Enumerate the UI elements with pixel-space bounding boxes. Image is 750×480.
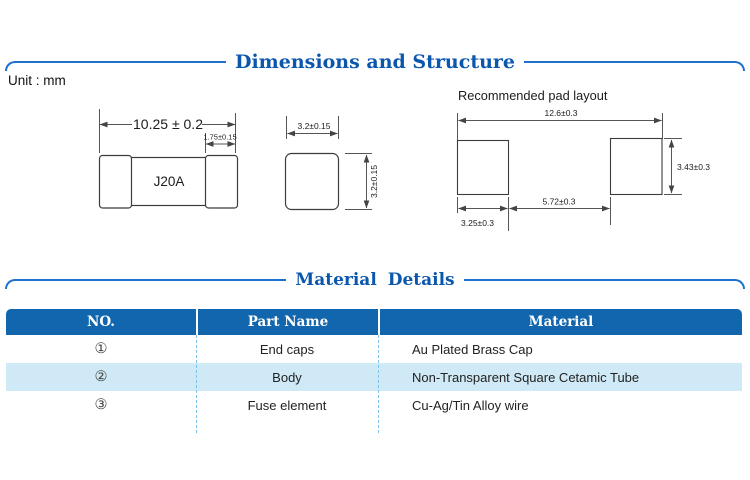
table-row: ② Body Non-Transparent Square Cetamic Tu… <box>6 363 742 391</box>
column-separator-dashed <box>196 335 197 433</box>
section-title-dimensions: Dimensions and Structure <box>0 51 750 74</box>
pad-layout-drawing: Recommended pad layout 12.6±0.3 3.43±0.3… <box>456 88 710 231</box>
divider-line-left <box>5 279 287 289</box>
divider-line-right <box>524 61 745 71</box>
cell-part-name: Fuse element <box>247 397 327 413</box>
table-header-row: NO. Part Name Material <box>6 309 742 335</box>
column-separator-dashed <box>378 335 379 433</box>
dim-text-mask <box>132 115 202 132</box>
dim-pad-height-label: 3.43±0.3 <box>677 162 710 172</box>
cell-no: ② <box>94 369 108 385</box>
dim-end-height-label: 3.2±0.15 <box>369 165 379 198</box>
materials-heading: Material Details <box>295 270 455 290</box>
divider-line-left <box>5 61 226 71</box>
cell-part-name: End caps <box>259 341 315 357</box>
fuse-end-square <box>284 152 340 211</box>
dim-end-width-label: 3.2±0.15 <box>297 121 330 131</box>
cell-material: Au Plated Brass Cap <box>412 341 533 357</box>
cell-material: Non-Transparent Square Cetamic Tube <box>412 369 640 385</box>
dim-pad-overall-label: 12.6±0.3 <box>544 108 577 118</box>
header-cell-no: NO. <box>86 314 115 330</box>
dim-pad-width-label: 3.25±0.3 <box>461 218 494 228</box>
pad-layout-title: Recommended pad layout <box>458 88 608 103</box>
header-cell-part-name: Part Name <box>196 309 378 335</box>
cell-material: Cu-Ag/Tin Alloy wire <box>412 397 529 413</box>
dim-pad-gap-label: 5.72±0.3 <box>542 197 575 207</box>
fuse-side-view-drawing: 10.25 ± 0.2 1.75±0.15 J20A <box>98 109 239 209</box>
table-row: ① End caps Au Plated Brass Cap <box>6 335 742 363</box>
fuse-right-cap <box>204 154 239 209</box>
divider-line-right <box>463 279 746 289</box>
materials-table: NO. Part Name Material ① End caps Au Pla… <box>6 309 742 433</box>
cell-no: ③ <box>94 397 108 413</box>
cell-no: ① <box>94 341 108 357</box>
right-pad <box>609 137 663 196</box>
fuse-left-cap <box>98 154 133 209</box>
fuse-end-view-drawing: 3.2±0.15 3.2±0.15 <box>284 116 379 211</box>
table-row: ③ Fuse element Cu-Ag/Tin Alloy wire <box>6 391 742 419</box>
left-pad <box>456 139 510 196</box>
cell-part-name: Body <box>272 369 302 385</box>
fuse-part-label: J20A <box>154 174 185 189</box>
section-title-materials: Material Details <box>0 269 750 291</box>
dimensions-heading: Dimensions and Structure <box>234 51 516 73</box>
dim-cap-length-label: 1.75±0.15 <box>203 133 236 142</box>
dim-overall-length-label: 10.25 ± 0.2 <box>133 116 203 132</box>
header-cell-material: Material <box>378 309 742 335</box>
unit-label: Unit : mm <box>8 73 66 88</box>
